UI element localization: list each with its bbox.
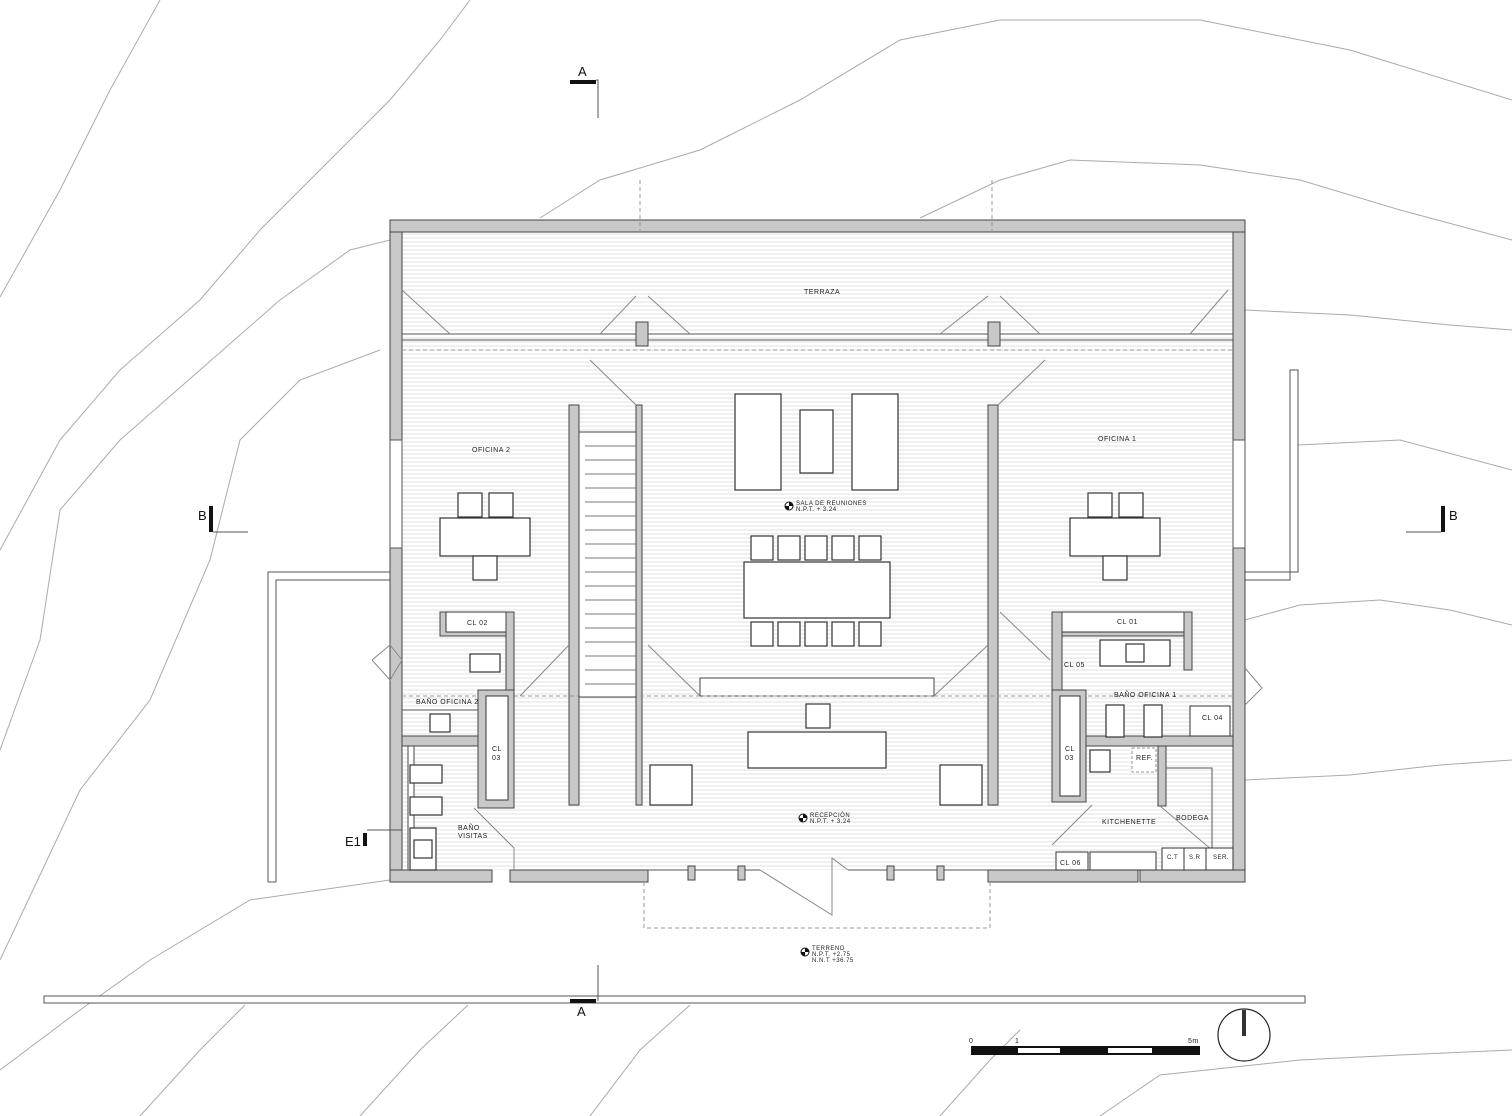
label-bodega: BODEGA	[1176, 815, 1209, 822]
section-a-top: A	[578, 64, 587, 79]
left-service-block	[363, 611, 515, 871]
section-b-right: B	[1449, 508, 1458, 523]
chair	[831, 535, 855, 561]
label-terreno-npt: N.P.T. +2.75	[812, 952, 851, 958]
chair	[858, 535, 882, 561]
elevation-e1: E1	[345, 834, 361, 849]
label-cl06: CL 06	[1060, 860, 1081, 867]
scale-tick-0: 0	[969, 1038, 973, 1045]
label-oficina-2: OFICINA 2	[472, 447, 510, 454]
label-cl03-right-2: 03	[1065, 755, 1074, 762]
exterior-walls	[389, 219, 1246, 883]
staircase	[578, 431, 637, 698]
label-bano-oficina-1: BAÑO OFICINA 1	[1114, 690, 1177, 699]
chair	[777, 621, 801, 647]
label-cl03-left-1: CL	[492, 746, 502, 753]
chair	[804, 621, 828, 647]
label-cl01: CL 01	[1117, 619, 1138, 626]
label-terraza: TERRAZA	[804, 289, 840, 296]
label-cl04: CL 04	[1202, 715, 1223, 722]
label-kitchenette: KITCHENETTE	[1102, 819, 1156, 826]
label-cl03-right-1: CL	[1065, 746, 1075, 753]
scale-tick-5m: 5m	[1188, 1038, 1199, 1045]
label-cl02: CL 02	[467, 620, 488, 627]
label-sala-reuniones: SALA DE REUNIONES	[796, 501, 867, 507]
section-marks: A A B B E1	[198, 64, 1458, 1019]
label-recepcion: RECEPCIÓN	[810, 812, 850, 819]
section-a-bottom: A	[577, 1004, 586, 1019]
label-cl03-left-2: 03	[492, 755, 501, 762]
chair	[858, 621, 882, 647]
interior-walls	[402, 349, 1233, 806]
chair	[777, 535, 801, 561]
label-bano-visitas-1: BAÑO	[458, 823, 480, 832]
level-markers	[784, 501, 810, 957]
chair	[804, 535, 828, 561]
label-ser: SER.	[1213, 855, 1229, 861]
furniture	[439, 393, 1161, 806]
label-oficina-1: OFICINA 1	[1098, 436, 1136, 443]
entrance	[643, 857, 991, 929]
label-recepcion-level: N.P.T. + 3.24	[810, 819, 851, 825]
label-terreno: TERRENO	[812, 946, 845, 952]
chair	[750, 535, 774, 561]
room-labels: TERRAZA OFICINA 2 OFICINA 1 SALA DE REUN…	[416, 289, 1229, 964]
label-ct: C.T	[1167, 855, 1178, 861]
right-service-block	[1051, 611, 1263, 871]
label-sala-level: N.P.T. + 3.24	[796, 507, 837, 513]
label-terreno-nnt: N.N.T +36.75	[812, 958, 854, 964]
chair	[831, 621, 855, 647]
retaining-walls	[43, 369, 1306, 1004]
north-arrow-icon	[1217, 1008, 1271, 1062]
label-sr: S.R	[1189, 855, 1201, 861]
label-bano-visitas-2: VISITAS	[458, 833, 488, 840]
terrace	[401, 180, 1233, 347]
scale-bar: 0 1 5m	[969, 1038, 1200, 1055]
chair	[750, 621, 774, 647]
label-ref: REF.	[1136, 755, 1153, 762]
scale-tick-1: 1	[1015, 1038, 1019, 1045]
section-b-left: B	[198, 508, 207, 523]
label-bano-oficina-2: BAÑO OFICINA 2	[416, 697, 479, 706]
label-cl05: CL 05	[1064, 662, 1085, 669]
